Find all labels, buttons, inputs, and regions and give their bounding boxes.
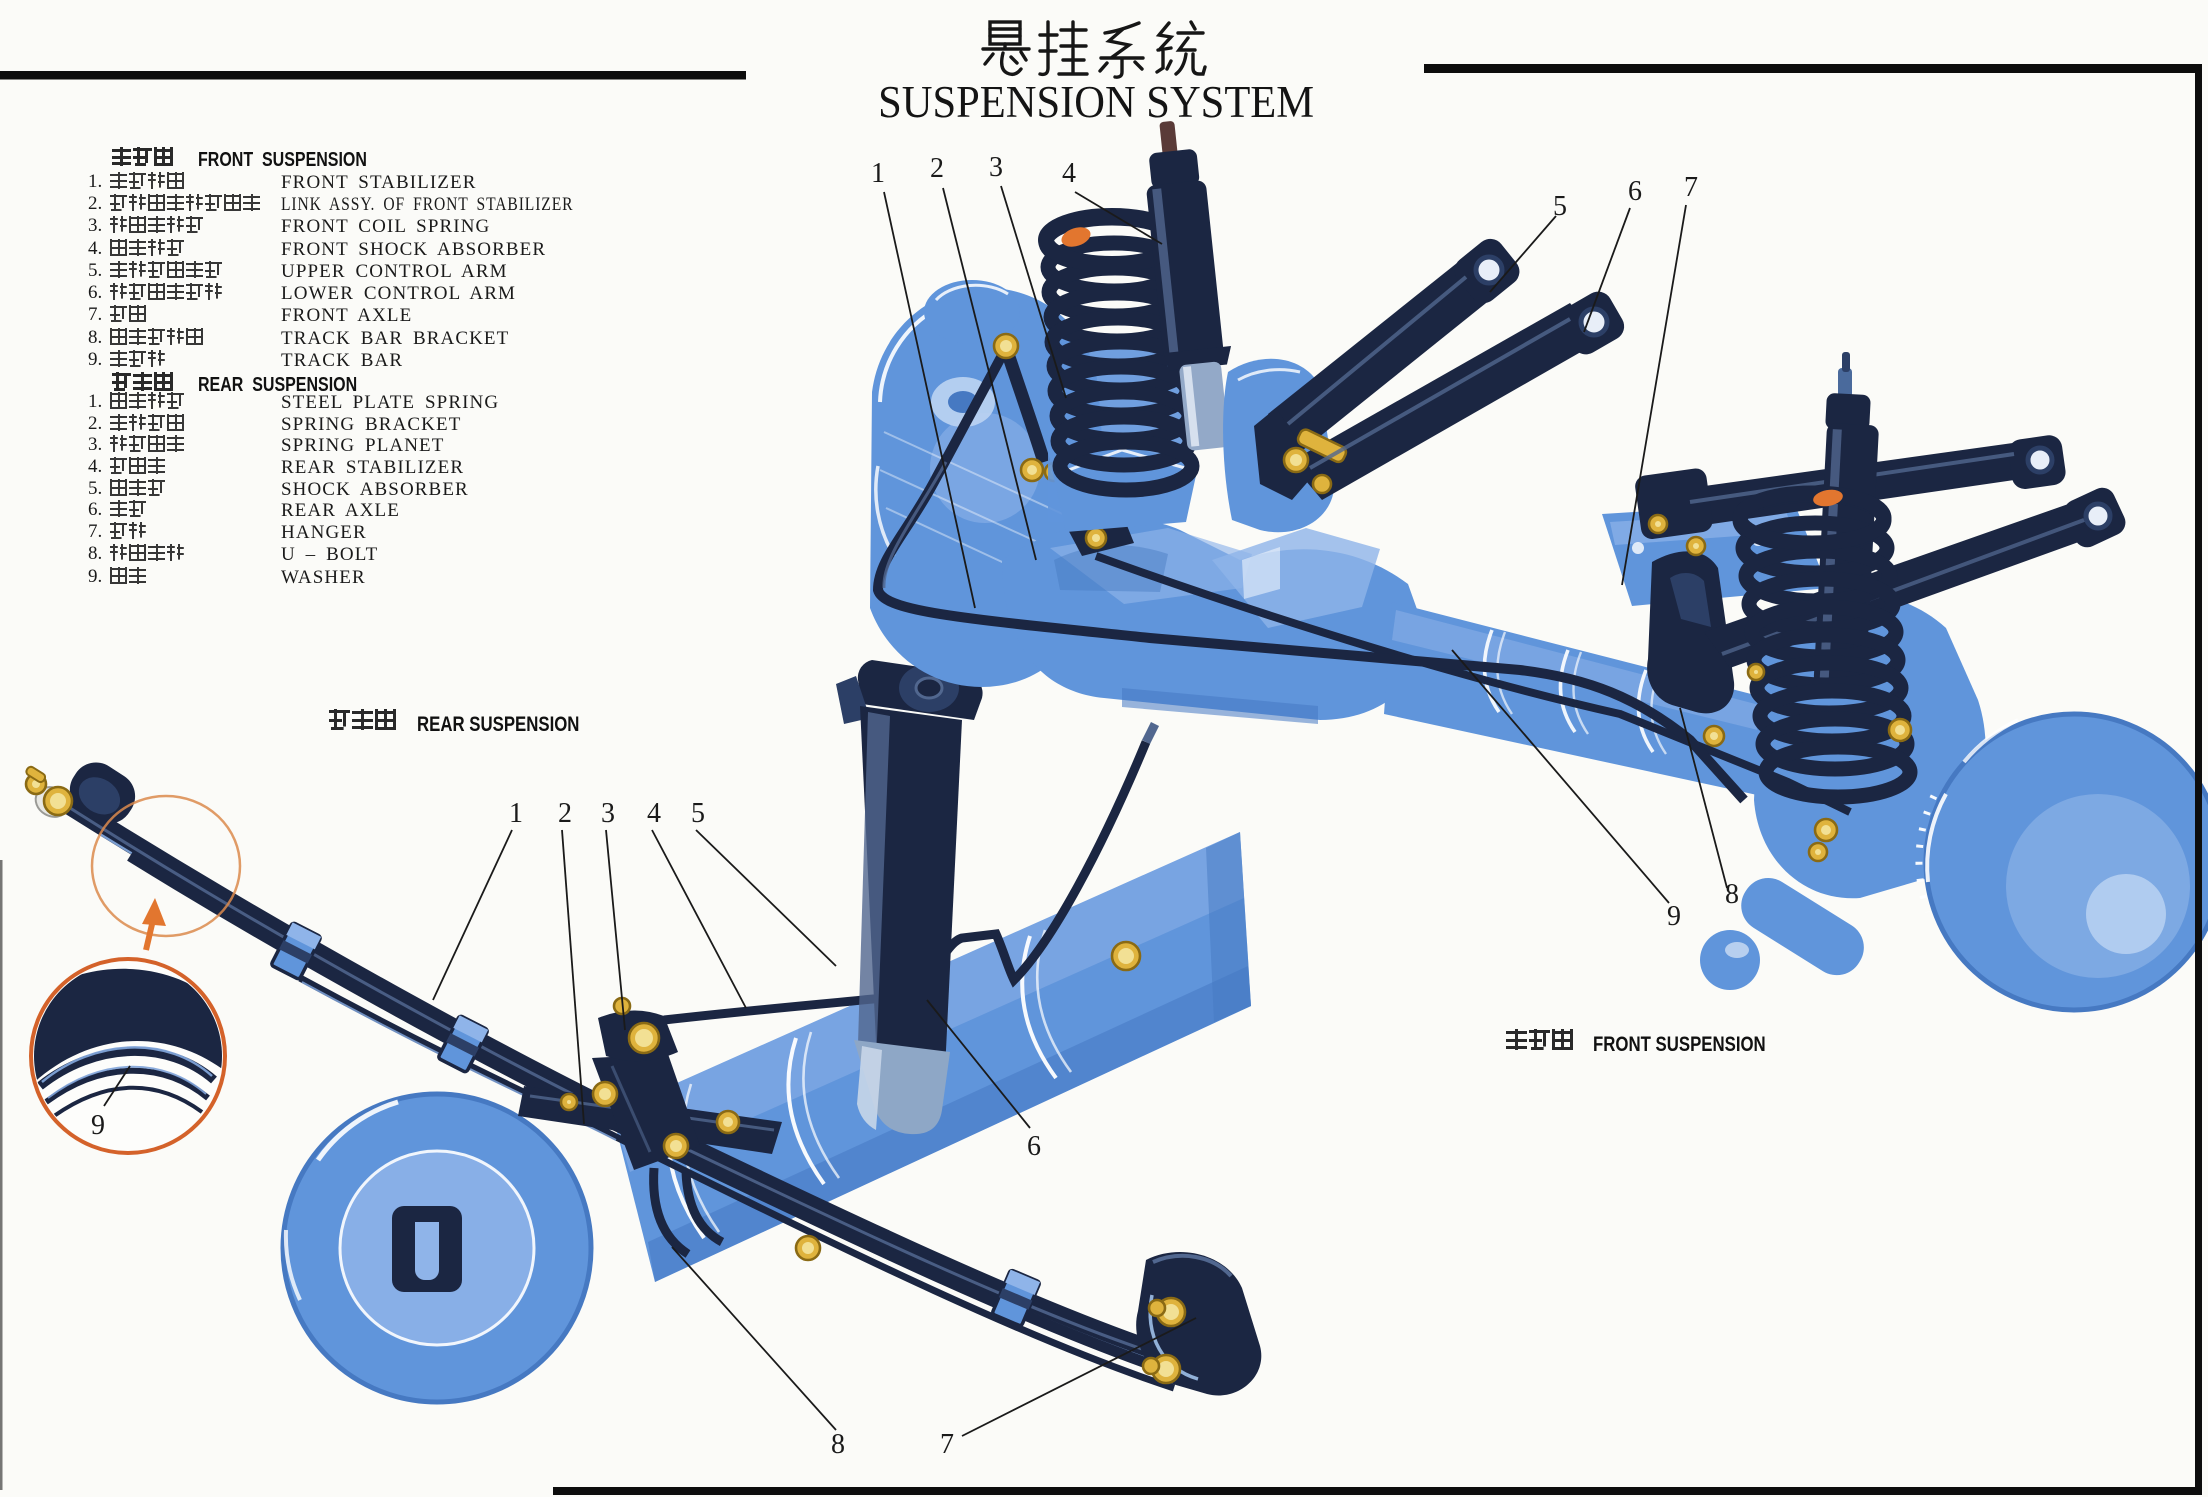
svg-text:6: 6 (1027, 1131, 1041, 1162)
svg-text:5: 5 (1553, 191, 1567, 222)
svg-text:3: 3 (989, 152, 1003, 183)
svg-text:4: 4 (647, 798, 661, 829)
svg-text:4: 4 (1062, 158, 1076, 189)
svg-text:8: 8 (1725, 879, 1739, 910)
svg-text:2: 2 (558, 798, 572, 829)
svg-text:6: 6 (1628, 176, 1642, 207)
svg-text:8: 8 (831, 1429, 845, 1460)
svg-text:9: 9 (1667, 901, 1681, 932)
svg-text:1: 1 (871, 158, 885, 189)
svg-text:3: 3 (601, 798, 615, 829)
svg-text:5: 5 (691, 798, 705, 829)
svg-text:2: 2 (930, 153, 944, 184)
svg-text:7: 7 (940, 1429, 954, 1460)
svg-text:9: 9 (91, 1110, 105, 1141)
svg-text:7: 7 (1684, 172, 1698, 203)
svg-text:1: 1 (509, 798, 523, 829)
